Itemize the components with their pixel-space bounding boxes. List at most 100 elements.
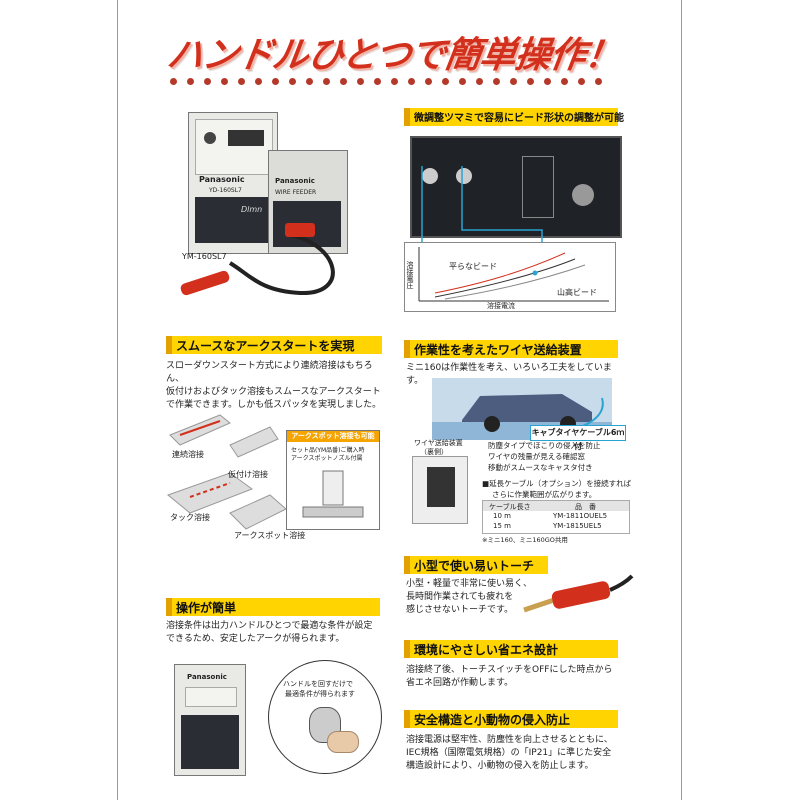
arc-spot-box-line-1: セット品(YM品番)ご購入時	[291, 447, 365, 454]
easy-body: 溶接条件は出力ハンドルひとつで最適な条件が設定 できるため、安定したアークが得ら…	[166, 620, 386, 646]
feeder-window	[427, 467, 455, 507]
divider-dot	[323, 78, 330, 85]
divider-dot	[255, 78, 262, 85]
easy-line-1: 溶接条件は出力ハンドルひとつで最適な条件が設定	[166, 621, 373, 631]
heading-accent	[404, 340, 410, 358]
arc-start-heading-text: スムースなアークスタートを実現	[176, 339, 355, 353]
eco-line-1: 溶接終了後、トーチスイッチをOFFにした時点から	[406, 665, 613, 675]
extension-line-2: さらに作業範囲が広がります。	[492, 490, 597, 499]
feeder-bullet-1: 防塵タイプでほこりの侵入を防止	[488, 441, 601, 450]
heading-accent	[166, 336, 172, 354]
x-axis-label: 溶接電流	[487, 302, 515, 310]
arc-start-line-1: スローダウンスタート方式により連続溶接はもちろん、	[166, 361, 373, 384]
cable-line	[228, 233, 335, 296]
bead-heading-text: 微調整ツマミで容易にビード形状の調整が可能	[414, 113, 624, 124]
nozzle-graphic	[302, 470, 364, 518]
section-heading-torch: 小型で使い易いトーチ	[404, 556, 548, 574]
easy-line-2: できるため、安定したアークが得られます。	[166, 634, 345, 644]
page-border-left	[117, 0, 118, 800]
callout-lines	[421, 166, 543, 250]
switch-knob-icon	[572, 184, 594, 206]
torch-connector	[285, 223, 315, 237]
easy-lower-panel	[181, 715, 239, 769]
label-continuous-weld: 連続溶接	[172, 450, 204, 459]
handle-callout-bubble: ハンドルを回すだけで 最適条件が得られます	[268, 660, 382, 774]
feeder-bullet-2: ワイヤの残量が見える確認窓	[488, 452, 586, 461]
easy-front-panel	[185, 687, 237, 707]
arc-spot-box-line-2: アークスポットノズル付属	[291, 455, 363, 462]
torch-line-2: 長時間作業されても疲れを	[406, 592, 514, 602]
table-row-1-part: YM-1811OUEL5	[553, 512, 608, 520]
hero-title: ハンドルひとつで簡単操作！	[164, 35, 623, 76]
knob-icon	[204, 132, 216, 144]
eco-line-2: 省エネ回路が作動します。	[406, 678, 514, 688]
torch-heading-text: 小型で使い易いトーチ	[414, 559, 535, 573]
heading-accent	[404, 710, 410, 728]
device-label-2: （裏側）	[420, 448, 448, 456]
control-panel-image	[410, 136, 622, 238]
eco-body: 溶接終了後、トーチスイッチをOFFにした時点から 省エネ回路が作動します。	[406, 664, 626, 690]
label-arc-spot-weld: アークスポット溶接	[234, 531, 306, 540]
main-brand: Panasonic	[199, 175, 245, 184]
section-heading-eco: 環境にやさしい省エネ設計	[404, 640, 618, 658]
divider-dot	[374, 78, 381, 85]
device-label-1: ワイヤ送給装置	[414, 439, 463, 447]
feeder-bullet-3: 移動がスムースなキャスタ付き	[488, 463, 593, 472]
divider-dot	[527, 78, 534, 85]
divider-dot	[391, 78, 398, 85]
cable-table: ケーブル長さ 品 番 10 m YM-1811OUEL5 15 m YM-181…	[482, 500, 630, 534]
heading-accent	[166, 598, 172, 616]
peak-bead-label: 山高ビード	[557, 288, 597, 297]
label-tack-temp-weld: 仮付け溶接	[228, 470, 268, 479]
flat-bead-label: 平らなビード	[449, 262, 497, 271]
extension-line-1: ■延長ケーブル（オプション）を接続すれば	[482, 479, 632, 488]
arc-start-line-3: で作業できます。しかも低スパッタを実現しました。	[166, 400, 382, 410]
divider-dot	[595, 78, 602, 85]
easy-brand: Panasonic	[187, 673, 227, 681]
divider-dot	[289, 78, 296, 85]
voltage-knob-icon	[422, 168, 438, 184]
table-note: ※ミニ160、ミニ160GO共用	[482, 536, 568, 544]
bubble-line-1: ハンドルを回すだけで	[283, 680, 353, 688]
bead-shape-chart: 平らなビード 山高ビード 溶接電圧 溶接電流	[404, 242, 616, 312]
safety-body: 溶接電源は堅牢性、防塵性を向上させるとともに、 IEC規格（国際電気規格）の「I…	[406, 734, 626, 773]
divider-dot	[578, 78, 585, 85]
divider-dot	[459, 78, 466, 85]
scale-indicator	[522, 156, 554, 218]
arc-spot-box: アークスポット溶接も可能 セット品(YM品番)ご購入時 アークスポットノズル付属	[286, 430, 380, 530]
arc-start-line-2: 仮付けおよびタック溶接もスムースなアークスタート	[166, 387, 381, 397]
arc-spot-box-title: アークスポット溶接も可能	[287, 431, 379, 442]
label-tack-weld: タック溶接	[170, 513, 210, 522]
divider-dot	[493, 78, 500, 85]
eco-heading-text: 環境にやさしい省エネ設計	[414, 643, 559, 657]
divider-dot	[340, 78, 347, 85]
section-heading-easy: 操作が簡単	[166, 598, 380, 616]
lower-panel: Dlmn	[195, 197, 271, 243]
divider-dot	[544, 78, 551, 85]
divider-dot	[221, 78, 228, 85]
hero-banner: ハンドルひとつで簡単操作！	[150, 20, 660, 80]
divider-dot	[442, 78, 449, 85]
feeder-heading-text: 作業性を考えたワイヤ送給装置	[414, 343, 582, 357]
divider-dot	[561, 78, 568, 85]
feeder-back-view	[412, 456, 468, 524]
torch-line-3: 感じさせないトーチです。	[406, 605, 514, 615]
section-heading-safety: 安全構造と小動物の侵入防止	[404, 710, 618, 728]
extension-note: ■延長ケーブル（オプション）を接続すれば さらに作業範囲が広がります。	[482, 478, 632, 500]
heading-accent	[404, 640, 410, 658]
feeder-label: WIRE FEEDER	[275, 189, 317, 196]
model-plate: YD-160SL7	[209, 187, 242, 194]
section-heading-arc-start: スムースなアークスタートを実現	[166, 336, 382, 354]
divider-dot	[425, 78, 432, 85]
section-heading-bead: 微調整ツマミで容易にビード形状の調整が可能	[404, 108, 624, 126]
weld-samples-graphic	[166, 414, 287, 530]
easy-heading-text: 操作が簡単	[176, 601, 237, 615]
table-header-part: 品 番	[575, 503, 596, 511]
hand-icon	[327, 731, 359, 753]
model-logo: Dlmn	[241, 205, 263, 214]
divider-dot	[476, 78, 483, 85]
safety-heading-text: 安全構造と小動物の侵入防止	[414, 713, 571, 727]
safety-line-3: 構造設計により、小動物の侵入を防止します。	[406, 761, 594, 771]
divider-dot	[306, 78, 313, 85]
fine-adjust-knob-icon	[456, 168, 472, 184]
